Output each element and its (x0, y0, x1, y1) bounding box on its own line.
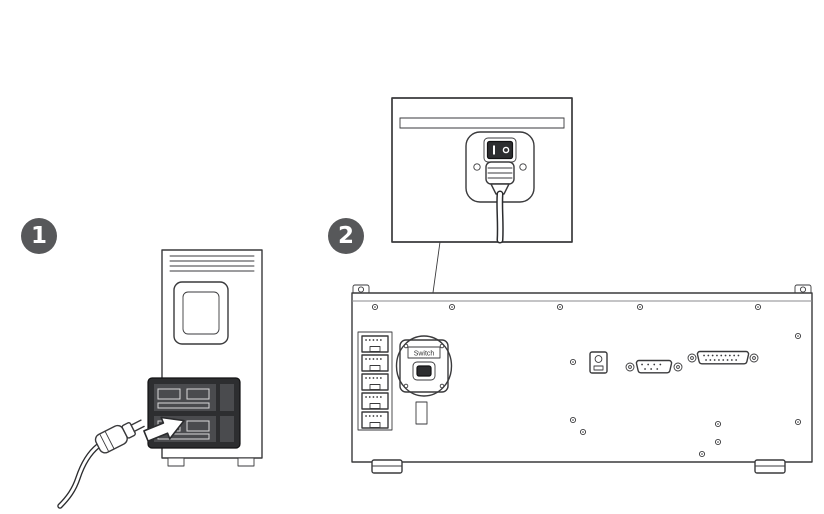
rear-panel: Switch (351, 284, 813, 474)
db9-connector (625, 359, 683, 374)
step-1-number: 1 (30, 223, 47, 249)
panel-screws (371, 303, 802, 458)
vent-slots (169, 255, 255, 272)
handle-recess (173, 281, 229, 345)
insert-arrow-icon (143, 416, 185, 442)
screw-icon (473, 163, 481, 171)
step-2-illustration: Switch (351, 97, 813, 474)
device-foot (237, 457, 255, 467)
step-2-badge: 2 (328, 218, 364, 254)
switch-off-mark (502, 146, 510, 154)
plug-boot (485, 161, 515, 195)
aux-port (589, 351, 608, 374)
step-2-number: 2 (337, 223, 354, 249)
panel-edge-lines (399, 117, 565, 129)
ethernet-ports (357, 331, 393, 431)
screw-nut-icon (673, 362, 683, 372)
screw-nut-icon (625, 362, 635, 372)
highlight-circle (395, 335, 453, 397)
device-foot (167, 457, 185, 467)
step-1-badge: 1 (21, 218, 57, 254)
step-1-illustration (57, 249, 263, 509)
db25-connector (687, 350, 759, 365)
switch-label: Switch (414, 351, 435, 358)
panel-power-inlet: Switch (395, 335, 453, 397)
power-plug (94, 419, 145, 454)
screw-nut-icon (749, 353, 759, 363)
screw-icon (519, 163, 527, 171)
panel-feet (371, 459, 786, 474)
switch-detail (399, 117, 565, 244)
screw-nut-icon (687, 353, 697, 363)
power-inlet-module (147, 377, 241, 449)
panel-slot (415, 401, 428, 425)
